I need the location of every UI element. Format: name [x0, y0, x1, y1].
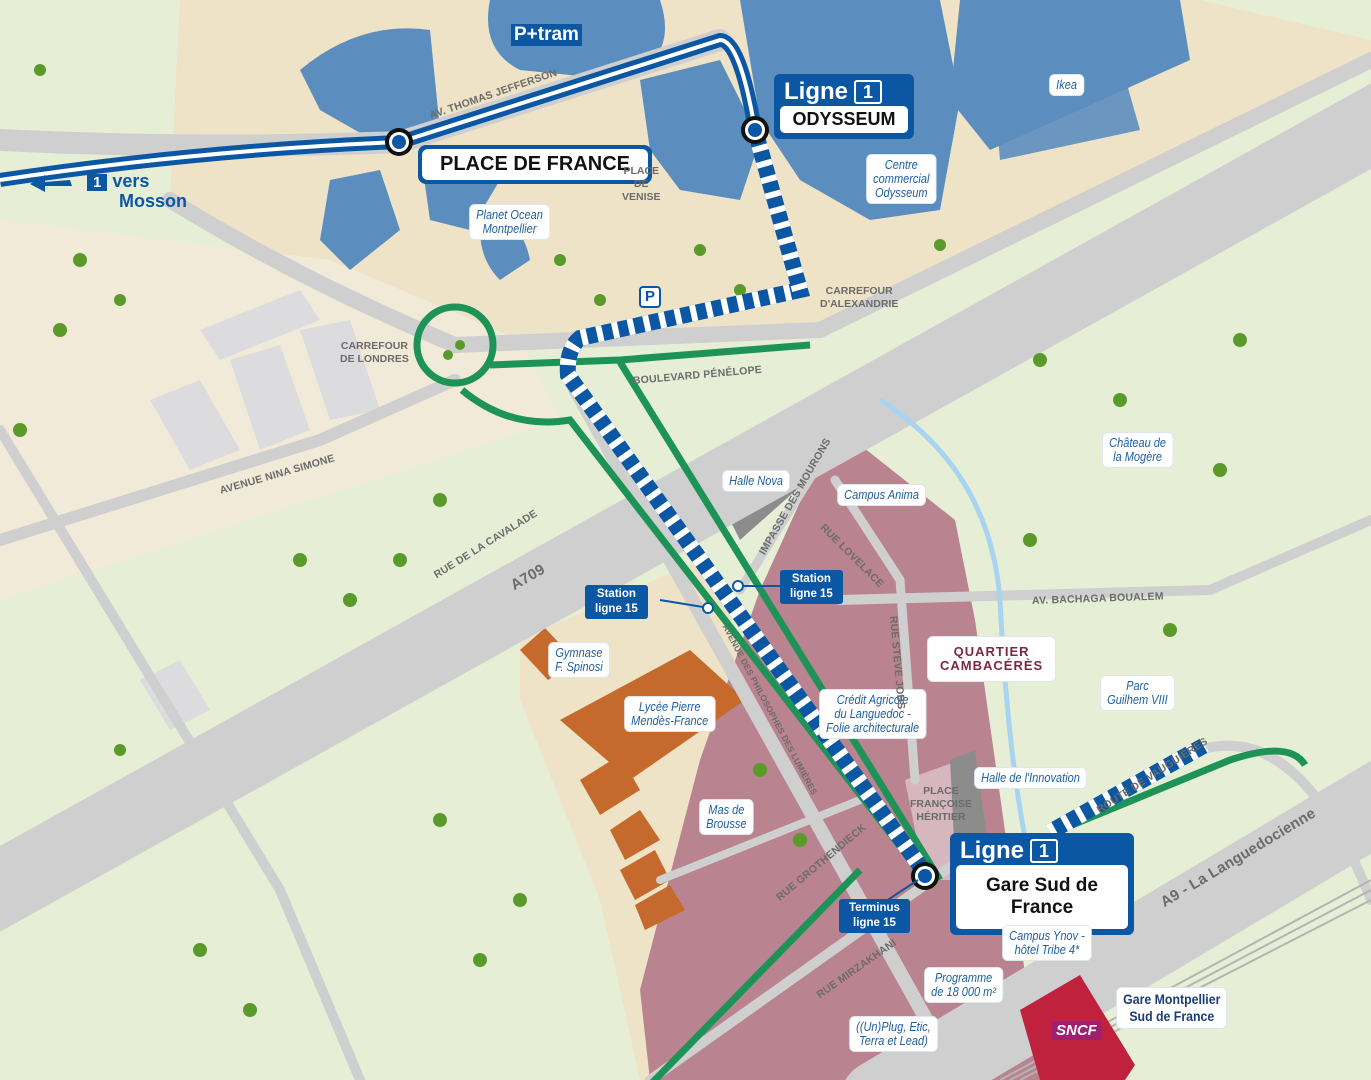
station-label-place-de-france[interactable]: PLACE DE FRANCE [418, 145, 653, 184]
roundabout-londres [413, 303, 497, 387]
parking-icon: P [639, 286, 661, 308]
poi-campus-ynov: Campus Ynov -hôtel Tribe 4* [1003, 926, 1091, 960]
a709-highway [0, 83, 1371, 932]
grey-buildings [140, 290, 380, 730]
trees [13, 64, 1247, 1017]
station-15-a [702, 602, 714, 614]
poi-halle-nova: Halle Nova [723, 471, 790, 491]
a9-highway [845, 760, 1371, 1080]
tram-line-1 [0, 32, 1209, 885]
tram-stations [385, 116, 939, 906]
poi-halle-innovation: Halle de l'Innovation [975, 768, 1087, 788]
river [878, 397, 1043, 901]
direction-mosson: 1 vers Mosson [87, 172, 187, 211]
bus-line-15 [413, 303, 1308, 1080]
arrow-left-icon [30, 175, 72, 192]
halle-innovation-building [950, 750, 990, 860]
station-15-b [732, 580, 744, 592]
poi-unplug: ((Un)Plug, Etic,Terra et Lead) [850, 1017, 937, 1051]
ptram-sign: P+tram [511, 24, 582, 46]
poi-campus-anima: Campus Anima [838, 485, 926, 505]
sncf-logo: SNCF [1052, 1021, 1101, 1040]
roads [0, 29, 1371, 1080]
poi-ikea: Ikea [1050, 75, 1084, 95]
